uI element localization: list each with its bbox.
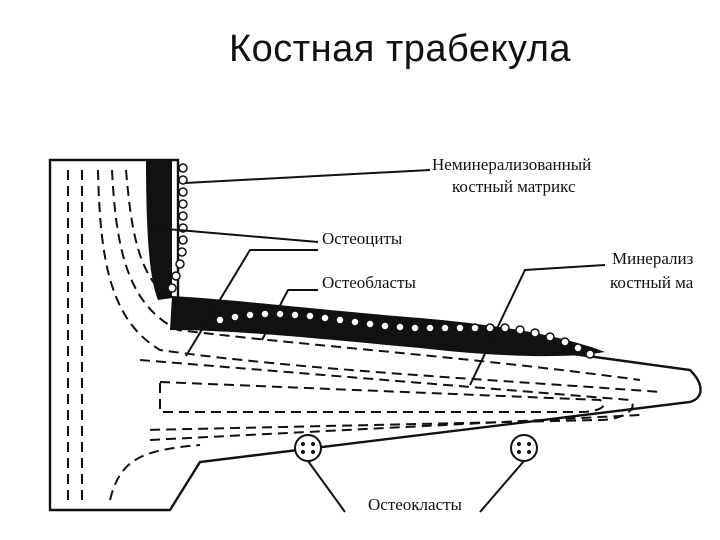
label-unmineralized-line1: Неминерализованный — [432, 155, 591, 174]
label-mineralized-line2: костный ма — [610, 273, 694, 292]
label-unmineralized-line2: костный матрикс — [452, 177, 576, 196]
osteoclast-right — [510, 434, 538, 462]
label-osteocytes: Остеоциты — [322, 229, 403, 248]
leader-lines — [154, 169, 606, 513]
label-osteoclasts: Остеокласты — [368, 495, 463, 514]
slide-title: Костная трабекула — [228, 28, 572, 70]
unmineralized-matrix-vertical — [146, 160, 172, 300]
osteoclast-left — [294, 434, 322, 462]
label-mineralized-line1: Минерализ — [612, 249, 694, 268]
lamellae-lines — [67, 169, 661, 501]
label-osteoblasts: Остеобласты — [322, 273, 417, 292]
osteoblast-beads-horizontal — [215, 309, 595, 359]
